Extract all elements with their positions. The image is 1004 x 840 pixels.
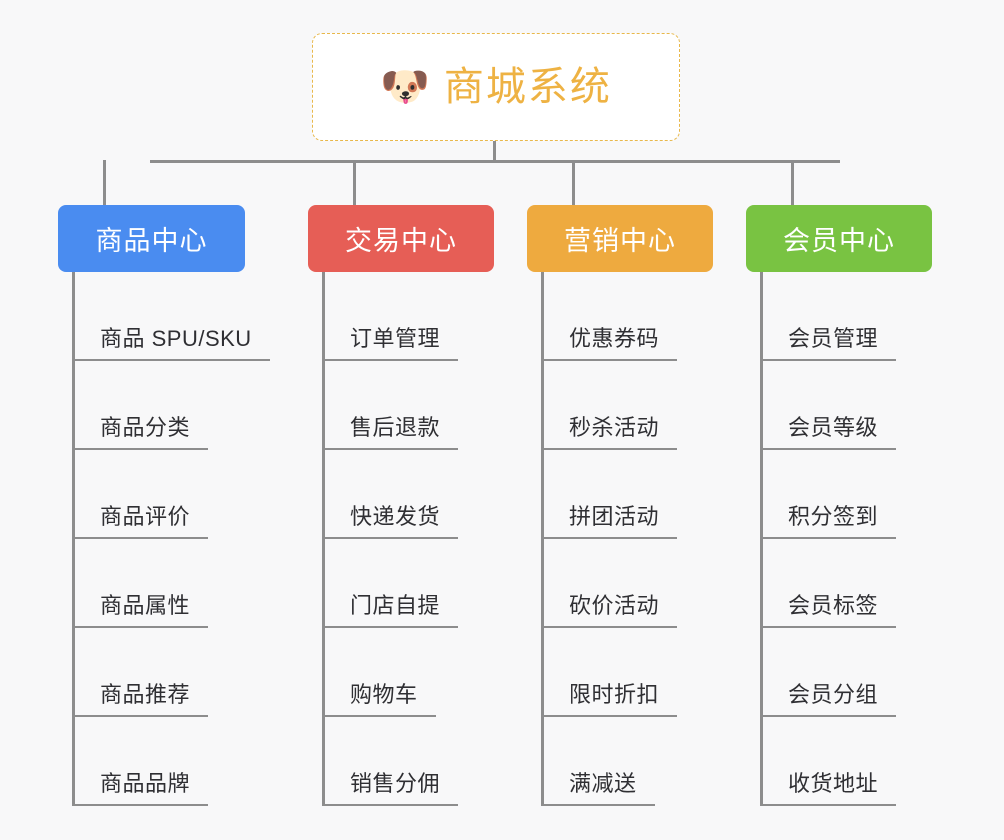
root-title: 商城系统 (443, 65, 612, 109)
leaf-item-label: 会员分组 (760, 681, 897, 717)
leaf-spine-connector-trade-center (322, 272, 325, 806)
leaf-item[interactable]: 优惠券码 (541, 272, 678, 361)
leaf-list-product-center: 商品 SPU/SKU 商品分类商品评价商品属性商品推荐商品品牌 (58, 272, 270, 806)
leaf-item-label: 商品品牌 (72, 770, 209, 806)
root-node[interactable]: 🐶 商城系统 (312, 33, 680, 141)
leaf-item[interactable]: 购物车 (322, 628, 436, 717)
leaf-item-label: 商品评价 (72, 503, 209, 539)
leaf-item[interactable]: 快递发货 (322, 450, 459, 539)
leaf-item-label: 商品分类 (72, 414, 209, 450)
leaf-item[interactable]: 会员等级 (760, 361, 897, 450)
branch-bus-connector (150, 160, 840, 163)
root-stem-connector (493, 141, 496, 162)
leaf-item-label: 快递发货 (322, 503, 459, 539)
leaf-item-label: 会员标签 (760, 592, 897, 628)
leaf-item[interactable]: 门店自提 (322, 539, 459, 628)
branch-column-member-center: 会员中心会员管理会员等级积分签到会员标签会员分组收货地址 (746, 160, 936, 806)
branch-header-member-center[interactable]: 会员中心 (746, 205, 932, 272)
dog-face-icon: 🐶 (380, 65, 430, 109)
leaf-item[interactable]: 满减送 (541, 717, 655, 806)
leaf-item[interactable]: 会员标签 (760, 539, 897, 628)
branch-drop-connector-marketing-center (572, 160, 575, 205)
leaf-item-label: 拼团活动 (541, 503, 678, 539)
leaf-item-label: 优惠券码 (541, 325, 678, 361)
leaf-item-label: 售后退款 (322, 414, 459, 450)
leaf-item[interactable]: 限时折扣 (541, 628, 678, 717)
leaf-item-label: 满减送 (541, 770, 655, 806)
leaf-item[interactable]: 拼团活动 (541, 450, 678, 539)
leaf-item[interactable]: 商品推荐 (72, 628, 209, 717)
branch-header-product-center[interactable]: 商品中心 (58, 205, 245, 272)
leaf-spine-connector-member-center (760, 272, 763, 806)
branch-drop-connector-member-center (791, 160, 794, 205)
leaf-item[interactable]: 商品品牌 (72, 717, 209, 806)
leaf-item-label: 会员管理 (760, 325, 897, 361)
leaf-item-label: 商品 SPU/SKU (72, 325, 270, 361)
leaf-item[interactable]: 秒杀活动 (541, 361, 678, 450)
branch-header-trade-center[interactable]: 交易中心 (308, 205, 494, 272)
leaf-item-label: 砍价活动 (541, 592, 678, 628)
leaf-item[interactable]: 会员分组 (760, 628, 897, 717)
leaf-item[interactable]: 订单管理 (322, 272, 459, 361)
leaf-item[interactable]: 商品评价 (72, 450, 209, 539)
leaf-item-label: 商品属性 (72, 592, 209, 628)
branch-drop-connector-trade-center (353, 160, 356, 205)
leaf-item-label: 秒杀活动 (541, 414, 678, 450)
leaf-item-label: 会员等级 (760, 414, 897, 450)
leaf-item-label: 订单管理 (322, 325, 459, 361)
leaf-list-trade-center: 订单管理售后退款快递发货门店自提购物车销售分佣 (308, 272, 498, 806)
leaf-item-label: 商品推荐 (72, 681, 209, 717)
leaf-spine-connector-product-center (72, 272, 75, 806)
leaf-item-label: 收货地址 (760, 770, 897, 806)
leaf-item[interactable]: 商品 SPU/SKU (72, 272, 270, 361)
branch-drop-connector-product-center (103, 160, 106, 205)
leaf-item-label: 限时折扣 (541, 681, 678, 717)
leaf-item-label: 购物车 (322, 681, 436, 717)
leaf-item[interactable]: 砍价活动 (541, 539, 678, 628)
branch-header-marketing-center[interactable]: 营销中心 (527, 205, 713, 272)
leaf-item[interactable]: 销售分佣 (322, 717, 459, 806)
branch-column-marketing-center: 营销中心优惠券码秒杀活动拼团活动砍价活动限时折扣满减送 (527, 160, 717, 806)
leaf-item-label: 积分签到 (760, 503, 897, 539)
branch-column-trade-center: 交易中心订单管理售后退款快递发货门店自提购物车销售分佣 (308, 160, 498, 806)
leaf-spine-connector-marketing-center (541, 272, 544, 806)
leaf-item[interactable]: 商品属性 (72, 539, 209, 628)
leaf-item[interactable]: 商品分类 (72, 361, 209, 450)
leaf-item[interactable]: 收货地址 (760, 717, 897, 806)
leaf-item[interactable]: 会员管理 (760, 272, 897, 361)
leaf-item-label: 销售分佣 (322, 770, 459, 806)
branch-column-product-center: 商品中心商品 SPU/SKU 商品分类商品评价商品属性商品推荐商品品牌 (58, 160, 270, 806)
leaf-item-label: 门店自提 (322, 592, 459, 628)
leaf-list-member-center: 会员管理会员等级积分签到会员标签会员分组收货地址 (746, 272, 936, 806)
leaf-item[interactable]: 积分签到 (760, 450, 897, 539)
leaf-item[interactable]: 售后退款 (322, 361, 459, 450)
leaf-list-marketing-center: 优惠券码秒杀活动拼团活动砍价活动限时折扣满减送 (527, 272, 717, 806)
